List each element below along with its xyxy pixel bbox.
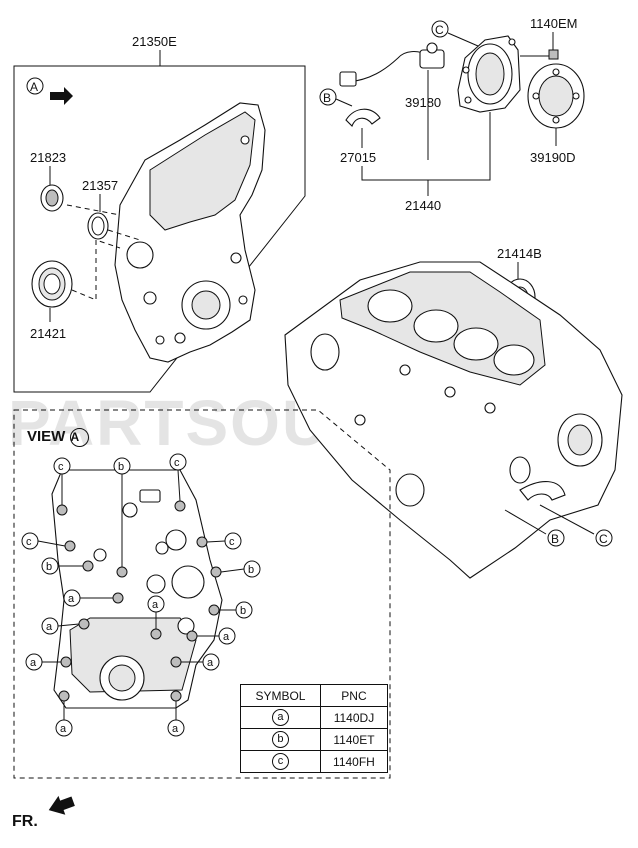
callout-b-block	[547, 529, 565, 547]
table-symbol: a	[271, 709, 289, 726]
main-bearing-saddle	[519, 481, 566, 501]
svg-text:c: c	[174, 457, 180, 469]
callout-b-upper-letter: B	[323, 91, 331, 105]
callout-c-block-letter: C	[599, 532, 608, 546]
sensor-connector	[339, 71, 357, 87]
svg-text:a: a	[60, 723, 67, 735]
table-pnc: 1140DJ	[319, 706, 389, 729]
symbol-pnc-table: SYMBOL PNC a 1140DJ b 1140ET c 1140FH	[240, 684, 389, 773]
svg-text:c: c	[58, 461, 64, 473]
view-a-group: c c c c b b b b a a a a	[13, 409, 391, 779]
svg-text:a: a	[172, 723, 179, 735]
callout-b-upper	[319, 88, 337, 106]
cylinder-bore-4	[493, 344, 535, 376]
svg-text:a: a	[207, 657, 214, 669]
callout-a-upper	[26, 77, 44, 95]
callout-b-block-letter: B	[551, 532, 559, 546]
callout-c-block	[595, 529, 613, 547]
cylinder-block-group: 21414B B C	[284, 246, 623, 579]
label-39190d: 39190D	[530, 150, 576, 165]
view-a-callouts-c: c c c c	[21, 453, 242, 550]
view-a-frame	[13, 409, 391, 779]
timing-cover-upper-panel	[149, 111, 256, 231]
label-27015: 27015	[340, 150, 376, 165]
view-title-ref: A	[69, 428, 89, 447]
svg-text:c: c	[229, 536, 235, 548]
table-row: a 1140DJ	[240, 706, 389, 729]
sensor-cable	[347, 51, 429, 83]
cylinder-bore-2	[413, 309, 459, 343]
view-a-callouts-a: a a a a a a a a	[25, 589, 236, 737]
svg-text:a: a	[223, 631, 230, 643]
view-a-bolts	[56, 500, 222, 702]
label-21440: 21440	[405, 198, 441, 213]
svg-text:b: b	[118, 461, 124, 473]
label-21357: 21357	[82, 178, 118, 193]
callout-c-upper-letter: C	[435, 23, 444, 37]
table-pnc: 1140ET	[319, 728, 389, 751]
svg-text:a: a	[68, 593, 75, 605]
svg-text:c: c	[26, 536, 32, 548]
table-pnc: 1140FH	[319, 750, 389, 773]
svg-text:b: b	[46, 561, 52, 573]
label-39180: 39180	[405, 95, 441, 110]
cylinder-bore-3	[453, 327, 499, 361]
table-symbol: b	[271, 731, 289, 748]
bolt-1140em-part	[548, 49, 559, 60]
cover-bore-inner	[191, 290, 221, 320]
table-symbol: c	[271, 753, 289, 770]
view-a-title: VIEW A	[27, 428, 89, 447]
view-title-text: VIEW	[27, 428, 66, 445]
view-a-pump-bore	[171, 565, 205, 599]
rear-seal-group: C 39180 1140EM 39190D B 27015	[319, 16, 585, 213]
table-header-row: SYMBOL PNC	[240, 684, 389, 707]
svg-text:b: b	[248, 564, 254, 576]
bearing-27015-part	[345, 108, 381, 127]
view-a-callouts-b: b b b b	[41, 457, 261, 619]
svg-text:a: a	[30, 657, 37, 669]
cover-bore-left	[126, 241, 154, 269]
table-row: b 1140ET	[240, 728, 389, 751]
table-header-symbol: SYMBOL	[240, 684, 321, 707]
front-direction-label: FR.	[12, 813, 38, 830]
callout-c-upper	[431, 20, 449, 38]
svg-text:a: a	[46, 621, 53, 633]
table-row: c 1140FH	[240, 750, 389, 773]
callout-a-upper-letter: A	[30, 80, 38, 94]
label-21823: 21823	[30, 150, 66, 165]
label-21414b: 21414B	[497, 246, 542, 261]
timing-cover-group: 21350E A 21823 21357 21421	[13, 34, 306, 393]
label-1140em: 1140EM	[530, 16, 577, 31]
front-arrow-icon	[48, 795, 75, 815]
cylinder-bore-1	[367, 289, 413, 323]
svg-text:a: a	[152, 599, 159, 611]
label-21421: 21421	[30, 326, 66, 341]
view-arrow-icon	[50, 87, 73, 105]
label-21350e: 21350E	[132, 34, 177, 49]
table-header-pnc: PNC	[319, 684, 389, 707]
svg-text:b: b	[240, 605, 246, 617]
